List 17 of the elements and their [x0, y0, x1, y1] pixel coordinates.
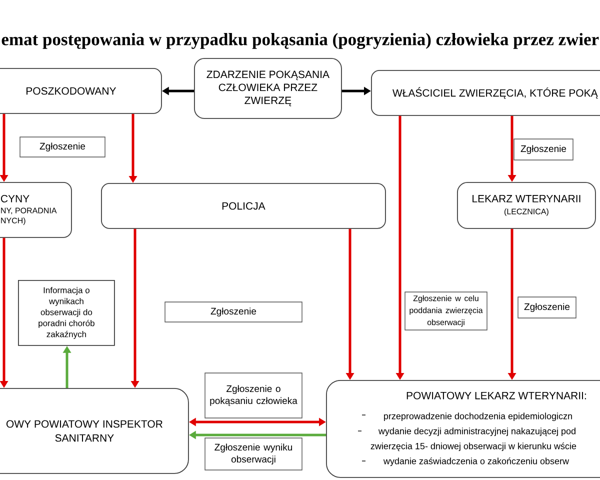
process-box: ZDARZENIE POKĄSANIA CZŁOWIEKA PRZEZ ZWIERZĘ	[194, 58, 342, 119]
edge-label: Zgłoszenie	[518, 296, 576, 318]
process-box: POSZKODOWANY	[0, 68, 162, 114]
title: emat postępowania w przypadku pokąsania (pogryzienia) człowieka przez zwier	[2, 33, 599, 49]
process-box: POWIATOWY LEKARZ WTERYNARII: przeprowadzenie dochodzenia epidemiologiczn wydanie decyzji administracyjnej nakazującej pod zwierzęcia 15- dniowej obserwacji w kierunku wście wydanie zaświadczenia o zakończeniu obserw	[326, 380, 600, 478]
process-box: LEKARZ WTERYNARII (LECZNICA)	[457, 182, 596, 229]
process-box: WŁAŚCICIEL ZWIERZĘCIA, KTÓRE POKĄ	[371, 70, 600, 116]
process-box: CYNY NY, PORADNIA NYCH)	[0, 182, 72, 238]
edge-label: Zgłoszenie	[514, 138, 574, 160]
edge-label: Zgłoszenie o pokąsaniu człowieka	[204, 372, 302, 418]
edge-label: Zgłoszenie wyniku obserwacji	[204, 438, 302, 470]
edge-label: Zgłoszenie	[20, 136, 106, 158]
process-box: OWY POWIATOWY INSPEKTOR SANITARNY	[0, 388, 189, 474]
info-box: Informacja o wynikach obserwacji do poradni chorób zakaźnych	[18, 280, 115, 346]
process-box: POLICJA	[101, 183, 386, 229]
label-box: Zgłoszenie	[164, 302, 302, 322]
edge-label: Zgłoszenie w celu poddania zwierzęcia obserwacji	[404, 292, 488, 330]
